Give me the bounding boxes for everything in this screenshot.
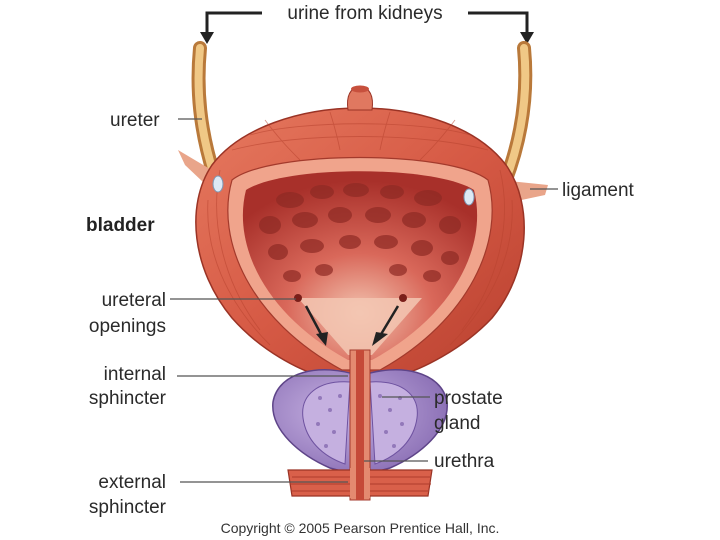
external-sphincter-label-2: sphincter xyxy=(89,497,167,518)
prostate-gland-label-2: gland xyxy=(434,413,481,434)
prostate-gland-label-1: prostate xyxy=(434,388,503,409)
internal-sphincter-label-1: internal xyxy=(104,364,166,385)
internal-sphincter-label-2: sphincter xyxy=(89,388,167,409)
urine-from-kidneys-label: urine from kidneys xyxy=(287,3,442,24)
ureteral-openings-label-2: openings xyxy=(89,316,166,337)
bladder-label: bladder xyxy=(86,215,155,236)
ureter-label: ureter xyxy=(110,110,160,131)
external-sphincter-label-1: external xyxy=(98,472,166,493)
external-sphincter-shape xyxy=(288,468,432,498)
ureteral-openings-label-1: ureteral xyxy=(102,290,166,311)
urethra-label: urethra xyxy=(434,451,495,472)
ligament-label: ligament xyxy=(562,180,635,201)
copyright-notice: Copyright © 2005 Pearson Prentice Hall, … xyxy=(221,520,500,536)
